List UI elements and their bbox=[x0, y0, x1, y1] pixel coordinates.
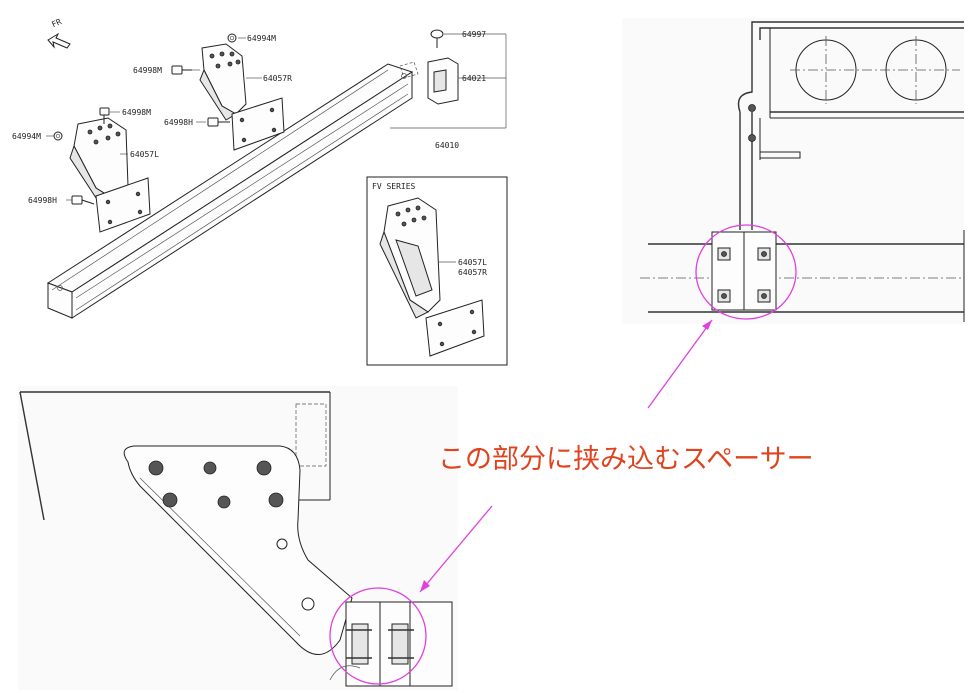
nut-64994m-upper-icon bbox=[227, 33, 237, 43]
fv-series-title: FV SERIES bbox=[372, 182, 416, 191]
label-64998h-upper: 64998H bbox=[164, 118, 193, 127]
label-64021: 64021 bbox=[462, 74, 486, 83]
fv-label-64057l: 64057L bbox=[458, 258, 487, 267]
label-64998m-upper: 64998M bbox=[133, 66, 162, 75]
label-64998h-lower: 64998H bbox=[28, 196, 57, 205]
front-direction-label: FR bbox=[50, 17, 63, 29]
label-64997: 64997 bbox=[462, 30, 486, 39]
bracket-64057r bbox=[199, 43, 285, 151]
bracket-64057l bbox=[69, 117, 151, 233]
front-direction-arrow-icon bbox=[47, 32, 71, 49]
callout-top-right bbox=[647, 224, 797, 409]
fv-series-inset: FV SERIES 64057L 64057R bbox=[366, 176, 508, 366]
label-64998m-left: 64998M bbox=[122, 108, 151, 117]
exploded-parts-diagram: FR bbox=[12, 17, 507, 319]
label-64994m-left: 64994M bbox=[12, 132, 41, 141]
spacer-caption: この部分に挟み込むスペーサー bbox=[438, 444, 814, 475]
fv-label-64057r: 64057R bbox=[458, 268, 487, 277]
spacer-64021 bbox=[399, 57, 459, 105]
bolt-64998h-upper-icon bbox=[207, 117, 230, 127]
bolt-64998h-lower-icon bbox=[71, 195, 95, 205]
leader-lines bbox=[46, 33, 507, 201]
plan-view-drawing bbox=[18, 386, 458, 690]
side-view-drawing bbox=[622, 18, 965, 324]
label-64057l: 64057L bbox=[130, 150, 159, 159]
bolt-64998m-upper-icon bbox=[171, 65, 192, 75]
label-64057r: 64057R bbox=[263, 74, 292, 83]
callout-bottom-left bbox=[329, 505, 493, 685]
label-64994m-upper: 64994M bbox=[247, 34, 276, 43]
bolt-64998m-left-icon bbox=[99, 107, 110, 124]
label-64010: 64010 bbox=[435, 141, 459, 150]
bolt-64997-icon bbox=[430, 29, 444, 48]
nut-64994m-left-icon bbox=[53, 131, 63, 141]
bar-64010 bbox=[46, 63, 414, 319]
